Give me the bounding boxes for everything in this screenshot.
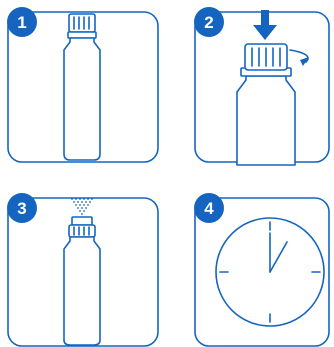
step-2-number: 2 [204, 13, 213, 32]
step-3-panel: 3 [7, 193, 158, 346]
step-2-badge: 2 [194, 7, 224, 37]
bottle-closed-icon [64, 14, 100, 160]
step-4-number: 4 [204, 199, 214, 218]
clock-icon [216, 218, 324, 326]
step-3-number: 3 [17, 199, 26, 218]
step-1-panel: 1 [7, 7, 158, 162]
step-1-number: 1 [17, 13, 26, 32]
spray-bottle-icon [64, 217, 100, 345]
step-2-panel: 2 [194, 7, 329, 165]
step-4-panel: 4 [194, 193, 329, 346]
press-and-twist-cap-icon [237, 44, 295, 165]
step-1-badge: 1 [7, 7, 37, 37]
step-4-badge: 4 [194, 193, 224, 223]
step-3-badge: 3 [7, 193, 37, 223]
